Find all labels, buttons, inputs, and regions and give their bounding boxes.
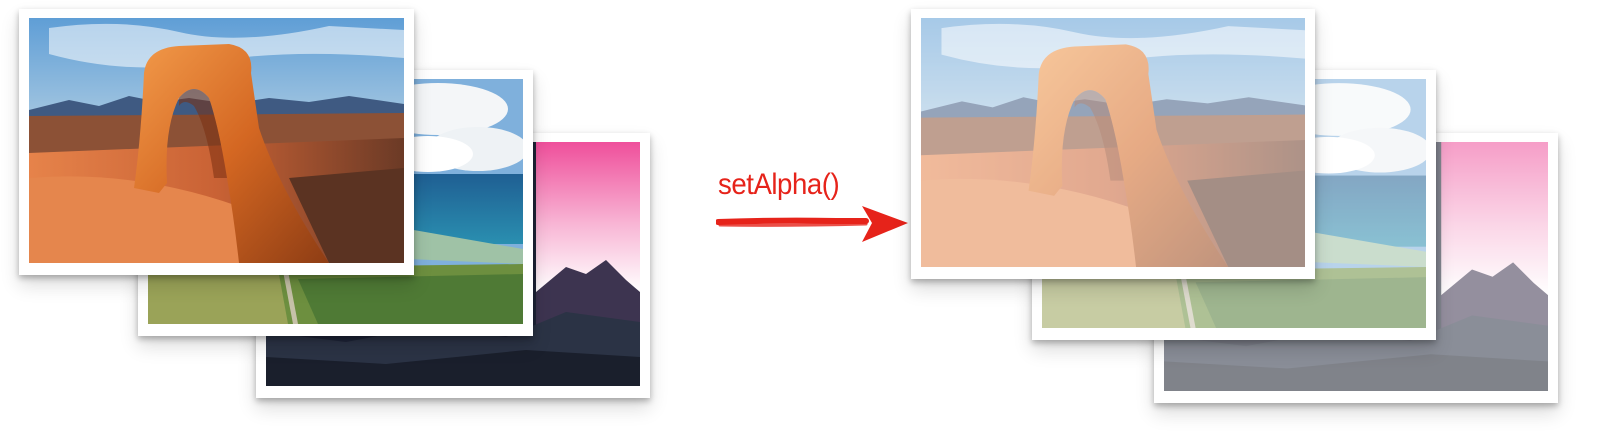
arch-photo (921, 18, 1305, 267)
arch-photo-card (911, 9, 1315, 279)
arch-photo (29, 18, 404, 263)
arch-photo-card (19, 9, 414, 275)
original-photo-stack (0, 0, 680, 435)
arrow-right-icon (716, 206, 908, 242)
transparent-photo-stack (911, 0, 1618, 435)
set-alpha-label: setAlpha() (718, 168, 840, 201)
